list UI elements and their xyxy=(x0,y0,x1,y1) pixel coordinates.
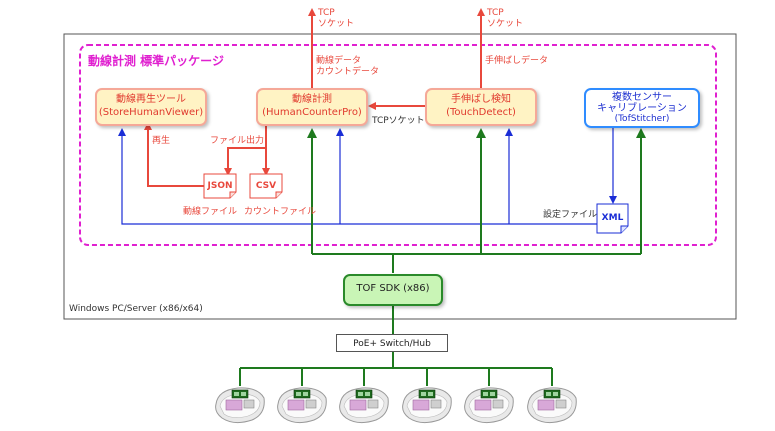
package-frame xyxy=(79,44,717,246)
store-viewer-title: 動線再生ツール xyxy=(116,94,186,105)
json-file-icon xyxy=(203,173,237,199)
poe-switch-label: PoE+ Switch/Hub xyxy=(353,339,431,349)
touch-output-label: 手伸ばしデータ xyxy=(485,56,549,66)
xml-config-line xyxy=(118,128,597,225)
csv-file-caption: カウントファイル xyxy=(244,207,317,217)
poe-switch-box[interactable]: PoE+ Switch/Hub xyxy=(336,334,448,352)
tof-sensor-icon xyxy=(461,382,517,426)
stitcher-line2: キャリブレーション xyxy=(597,103,687,114)
json-file-caption: 動線ファイル xyxy=(183,207,238,217)
package-title: 動線計測 標準パッケージ xyxy=(88,54,224,68)
windows-pc-frame xyxy=(63,33,737,320)
human-counter-pro-box[interactable]: 動線計測 (HumanCounterPro) xyxy=(256,88,368,126)
stitcher-title: 複数センサー xyxy=(612,92,672,103)
tof-sensor-icon xyxy=(274,382,330,426)
tof-stitcher-box[interactable]: 複数センサー キャリブレーション (TofStitcher) xyxy=(584,88,700,128)
playback-label: 再生 xyxy=(152,136,171,146)
tof-sensor-icon xyxy=(399,382,455,426)
touch-subtitle: (TouchDetect) xyxy=(446,107,516,118)
touch-detect-box[interactable]: 手伸ばし検知 (TouchDetect) xyxy=(425,88,537,126)
store-human-viewer-box[interactable]: 動線再生ツール (StoreHumanViewer) xyxy=(95,88,207,126)
file-output-arrow xyxy=(224,126,267,176)
tof-sensor-icon xyxy=(336,382,392,426)
playback-arrow xyxy=(144,122,204,187)
counter-title: 動線計測 xyxy=(292,94,332,105)
windows-pc-label: Windows PC/Server (x86/x64) xyxy=(69,304,203,314)
counter-subtitle: (HumanCounterPro) xyxy=(262,107,362,118)
json-file-label: JSON xyxy=(207,181,233,191)
file-output-label: ファイル出力 xyxy=(210,136,265,146)
counter-output-label: 動線データカウントデータ xyxy=(316,56,380,77)
touch-title: 手伸ばし検知 xyxy=(451,94,511,105)
tcp-socket-mid-label: TCPソケット xyxy=(372,116,425,126)
xml-file-label: XML xyxy=(601,213,624,223)
stitcher-subtitle: (TofStitcher) xyxy=(614,114,670,124)
csv-file-icon xyxy=(249,173,283,199)
tof-sensor-icon xyxy=(524,382,580,426)
xml-file-icon xyxy=(596,203,629,234)
tof-sensor-icon xyxy=(212,382,268,426)
tof-sdk-box[interactable]: TOF SDK (x86) xyxy=(343,274,443,306)
csv-file-label: CSV xyxy=(255,181,277,191)
store-viewer-subtitle: (StoreHumanViewer) xyxy=(98,107,204,118)
xml-file-caption: 設定ファイル xyxy=(543,210,598,220)
